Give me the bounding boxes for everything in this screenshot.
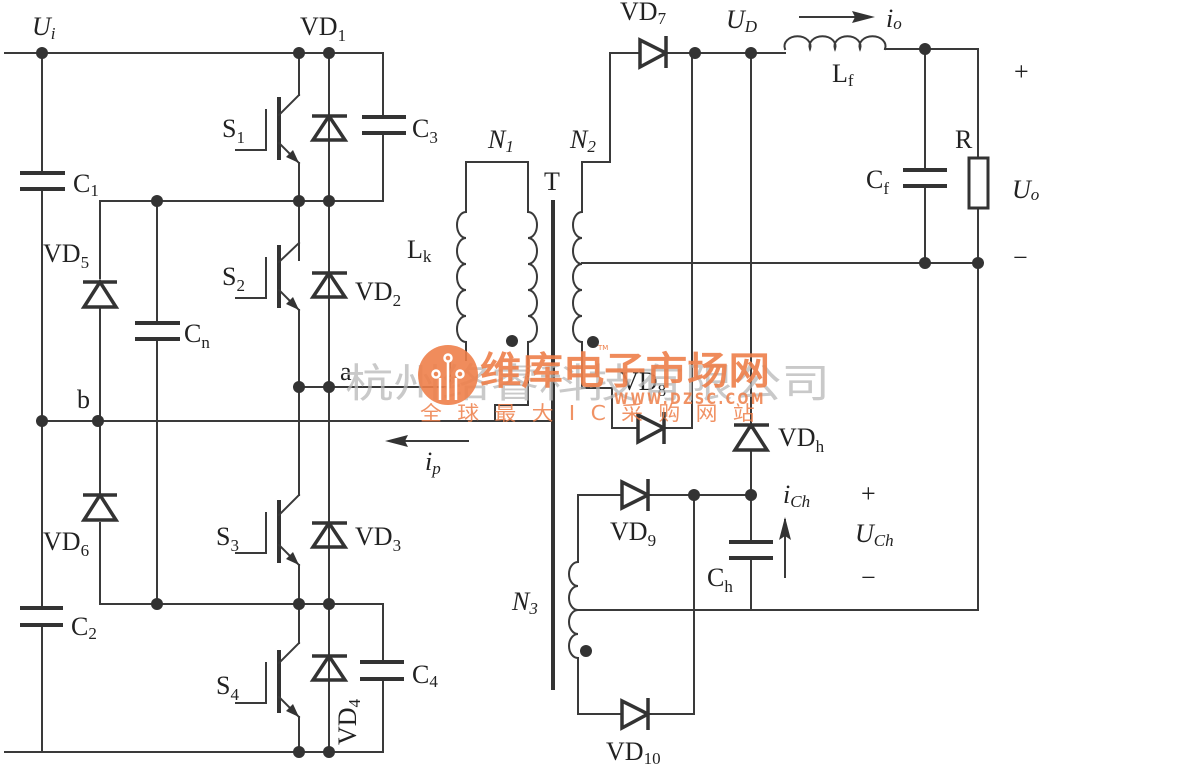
diode-vd1 xyxy=(309,112,349,142)
label-s2: S2 xyxy=(222,262,245,295)
label-n2: N2 xyxy=(569,125,596,156)
diode-vd5 xyxy=(80,278,120,309)
capacitor-cn xyxy=(135,321,180,341)
inductor-lf xyxy=(783,35,887,52)
label-ch: Ch xyxy=(707,563,733,596)
label-vdh: VDh xyxy=(778,423,825,456)
diode-vd10 xyxy=(620,698,652,731)
label-node-a: a xyxy=(340,357,352,386)
label-node-b: b xyxy=(77,385,90,414)
label-vd4: VD4 xyxy=(333,698,364,745)
capacitor-c4 xyxy=(360,660,404,681)
label-cf: Cf xyxy=(866,165,889,198)
transformer-t xyxy=(456,52,979,715)
label-lk: Lk xyxy=(407,235,432,266)
watermark: 杭州络睿科技有限公司 维库电子市场网 TM WWW.DZSC.COM 全球最大I… xyxy=(345,344,830,425)
diode-vdh xyxy=(731,421,771,452)
wires-secondary xyxy=(609,48,979,715)
label-vd10: VD10 xyxy=(606,737,661,767)
label-io: io xyxy=(886,4,902,33)
label-vd1: VD1 xyxy=(300,12,346,45)
watermark-brand: 维库电子市场网 xyxy=(480,349,770,393)
label-r: R xyxy=(955,125,973,154)
watermark-tm: TM xyxy=(597,344,608,352)
label-s4: S4 xyxy=(216,671,239,704)
current-arrow-ip xyxy=(385,435,469,447)
diode-vd2 xyxy=(309,269,349,299)
component-labels: Ui VD1 S1 C3 C1 VD5 S2 VD2 Cn Lk N1 N2 T… xyxy=(32,0,1039,767)
label-minus-uo: − xyxy=(1013,243,1028,272)
label-c3: C3 xyxy=(412,114,438,147)
label-vd8: VD8 xyxy=(620,367,666,400)
igbt-s1 xyxy=(235,93,301,174)
label-s3: S3 xyxy=(216,522,239,555)
diode-vd7 xyxy=(638,36,670,70)
diode-vd3 xyxy=(309,519,349,549)
label-ip: ip xyxy=(425,447,441,478)
label-minus-uch: − xyxy=(861,563,876,592)
label-vd7: VD7 xyxy=(620,0,667,28)
capacitor-cf xyxy=(903,168,947,188)
watermark-logo-icon xyxy=(418,345,478,405)
label-uo: Uo xyxy=(1012,175,1039,204)
diode-vd4 xyxy=(309,652,349,682)
label-s1: S1 xyxy=(222,114,245,147)
diode-vd6 xyxy=(80,491,120,522)
label-lf: Lf xyxy=(832,59,854,90)
label-vd3: VD3 xyxy=(355,522,401,555)
resistor-r xyxy=(967,156,990,210)
label-vd2: VD2 xyxy=(355,277,401,310)
label-uch: UCh xyxy=(855,519,894,550)
label-plus-uo: + xyxy=(1014,57,1029,86)
wires-primary xyxy=(4,52,551,753)
label-n1: N1 xyxy=(487,125,514,156)
igbt-s4 xyxy=(235,603,301,719)
label-ud: UD xyxy=(726,5,758,36)
capacitor-c2 xyxy=(20,606,63,627)
current-arrow-io xyxy=(799,11,875,23)
label-ich: iCh xyxy=(783,480,810,511)
current-arrow-ich xyxy=(779,517,791,578)
label-plus-uch: + xyxy=(861,479,876,508)
capacitor-ch xyxy=(729,540,773,560)
label-ui: Ui xyxy=(32,12,56,43)
watermark-slogan: 全球最大IC采购网站 xyxy=(420,401,770,425)
label-c2: C2 xyxy=(71,612,97,643)
igbt-s2 xyxy=(235,200,301,312)
label-vd9: VD9 xyxy=(610,517,656,550)
igbt-s3 xyxy=(235,479,301,605)
junction-dots xyxy=(36,43,984,758)
label-c1: C1 xyxy=(73,169,99,200)
diode-vd9 xyxy=(620,479,652,511)
diode-vd8 xyxy=(636,412,668,445)
label-c4: C4 xyxy=(412,660,438,691)
label-cn: Cn xyxy=(184,319,210,352)
label-vd6: VD6 xyxy=(43,527,89,560)
capacitor-c1 xyxy=(20,171,65,191)
label-n3: N3 xyxy=(511,587,538,618)
label-vd5: VD5 xyxy=(43,239,89,272)
watermark-url: WWW.DZSC.COM xyxy=(614,389,766,408)
capacitor-c3 xyxy=(362,115,406,135)
label-t: T xyxy=(544,167,560,196)
